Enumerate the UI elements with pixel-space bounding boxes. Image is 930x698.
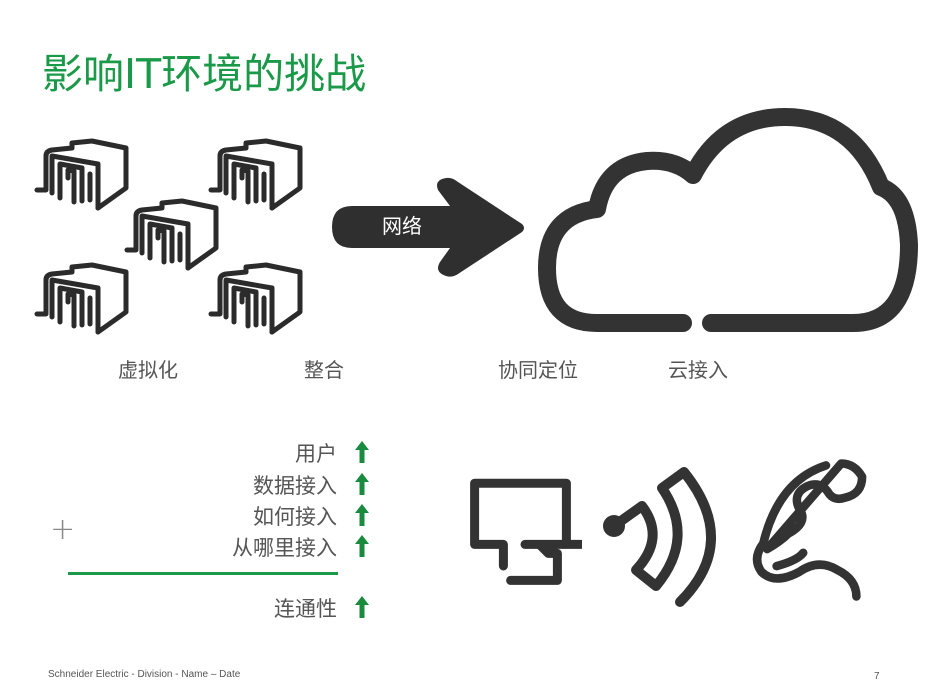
stage-label-consolidation: 整合 [304, 358, 344, 382]
network-label: 网络 [382, 214, 422, 238]
up-arrow-icon [352, 594, 372, 620]
up-arrow-icon [352, 439, 372, 465]
slide-title: 影响IT环境的挑战 [42, 50, 367, 98]
telephone-handset-icon [752, 459, 867, 601]
server-icon [208, 262, 308, 337]
up-arrow-icon [352, 471, 372, 497]
network-arrow-icon [332, 177, 524, 277]
result-connectivity: 连通性 [274, 597, 337, 621]
stage-label-virtualization: 虚拟化 [118, 358, 178, 382]
driver-where-access: 从哪里接入 [232, 536, 337, 560]
driver-data-access: 数据接入 [253, 474, 337, 498]
plus-sign: + [50, 512, 76, 547]
wireless-signal-icon [603, 467, 716, 607]
page-number: 7 [874, 671, 880, 682]
server-icon [34, 262, 134, 337]
driver-users: 用户 [295, 442, 337, 466]
up-arrow-icon [352, 502, 372, 528]
stage-label-colocation: 协同定位 [498, 358, 578, 382]
up-arrow-icon [352, 533, 372, 559]
footer-text: Schneider Electric - Division - Name – D… [48, 669, 241, 680]
sum-divider [68, 572, 338, 575]
stage-label-cloud-access: 云接入 [668, 358, 728, 382]
computer-monitor-icon [470, 478, 582, 585]
driver-how-access: 如何接入 [253, 505, 337, 529]
server-icon [34, 138, 134, 213]
cloud-icon [538, 108, 918, 332]
